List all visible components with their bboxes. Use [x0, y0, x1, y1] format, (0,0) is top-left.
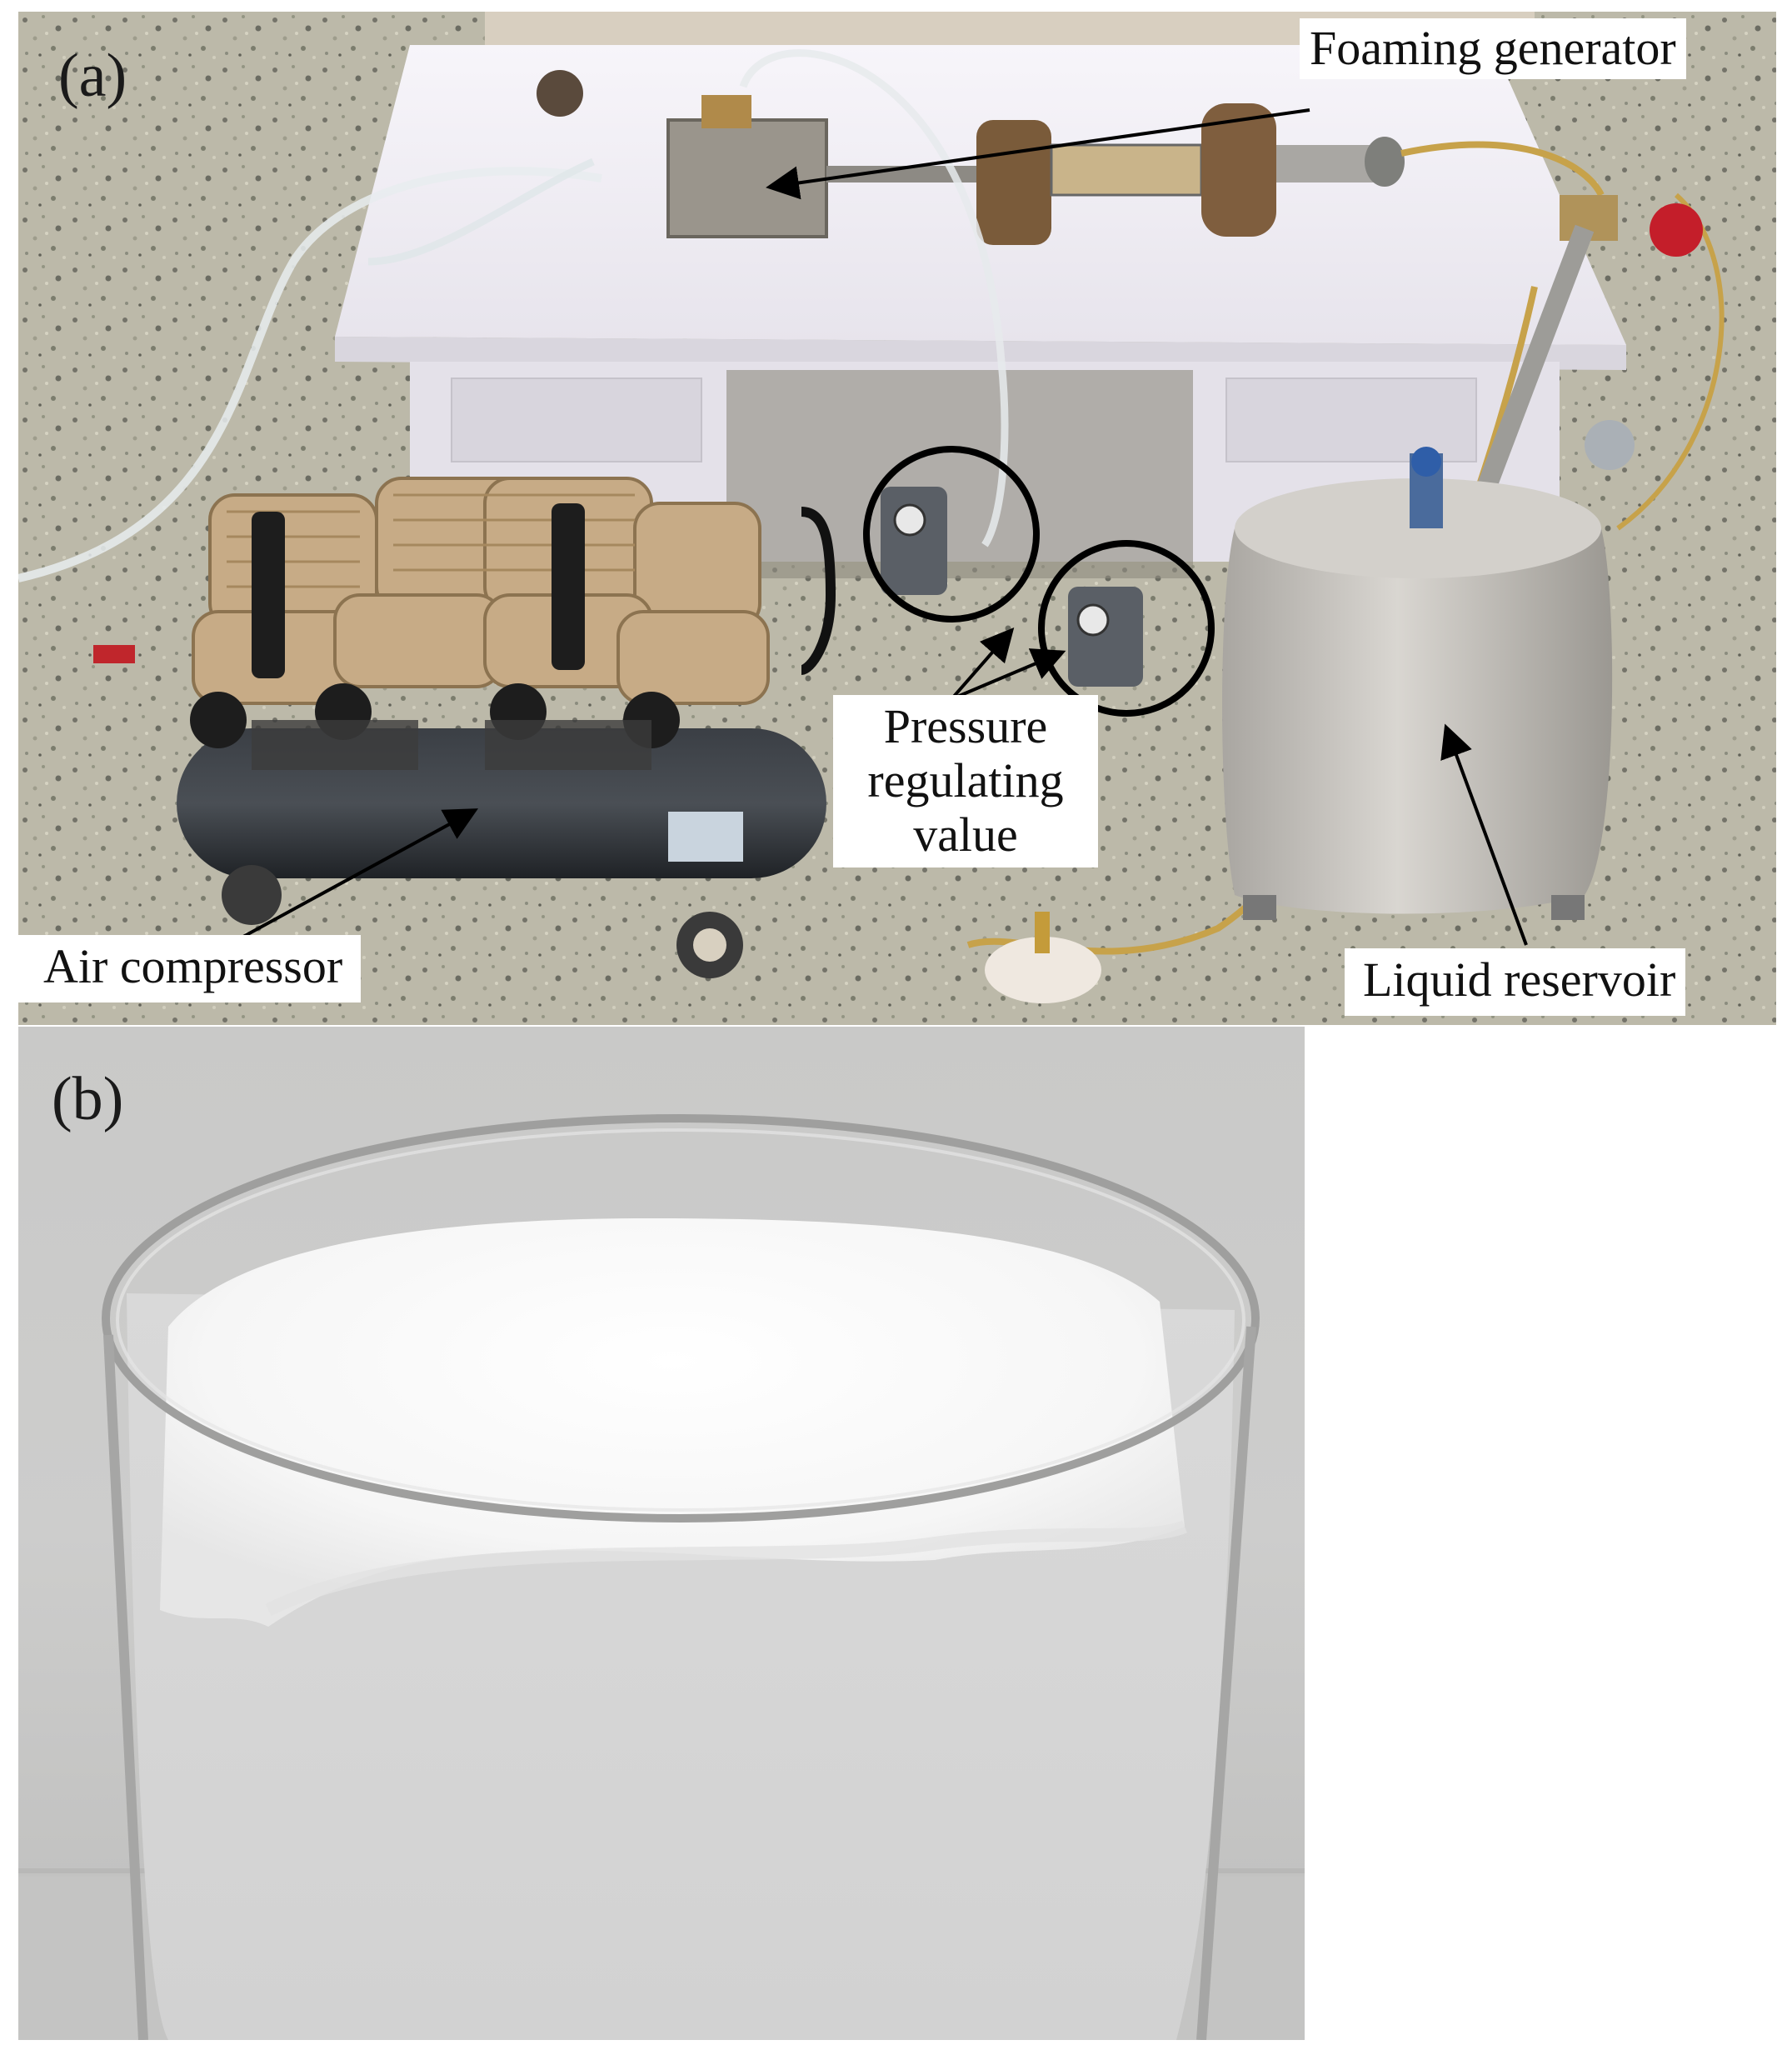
- panel-a-photo: (a) Foaming generator Pressure regulatin…: [18, 12, 1776, 1025]
- panel-b-photo: (b): [18, 1027, 1305, 2040]
- pressure-regulating-line-1: Pressure: [883, 699, 1048, 753]
- foam-beaker-photo: [18, 1027, 1305, 2040]
- panel-a-letter: (a): [58, 42, 127, 110]
- air-compressor-label: Air compressor: [18, 935, 362, 1002]
- pressure-regulating-line-2: regulating: [867, 752, 1064, 808]
- pressure-regulating-label: Pressure regulating value: [833, 695, 1098, 868]
- beaker-rim: [102, 1114, 1260, 1522]
- liquid-reservoir-label: Liquid reservoir: [1345, 948, 1686, 1016]
- foaming-generator-label: Foaming generator: [1300, 18, 1686, 79]
- panel-b-letter: (b): [52, 1065, 124, 1133]
- pressure-regulating-line-3: value: [913, 807, 1018, 862]
- foam-layer: [160, 1218, 1185, 1627]
- foam-apparatus-photo: [18, 12, 1776, 1025]
